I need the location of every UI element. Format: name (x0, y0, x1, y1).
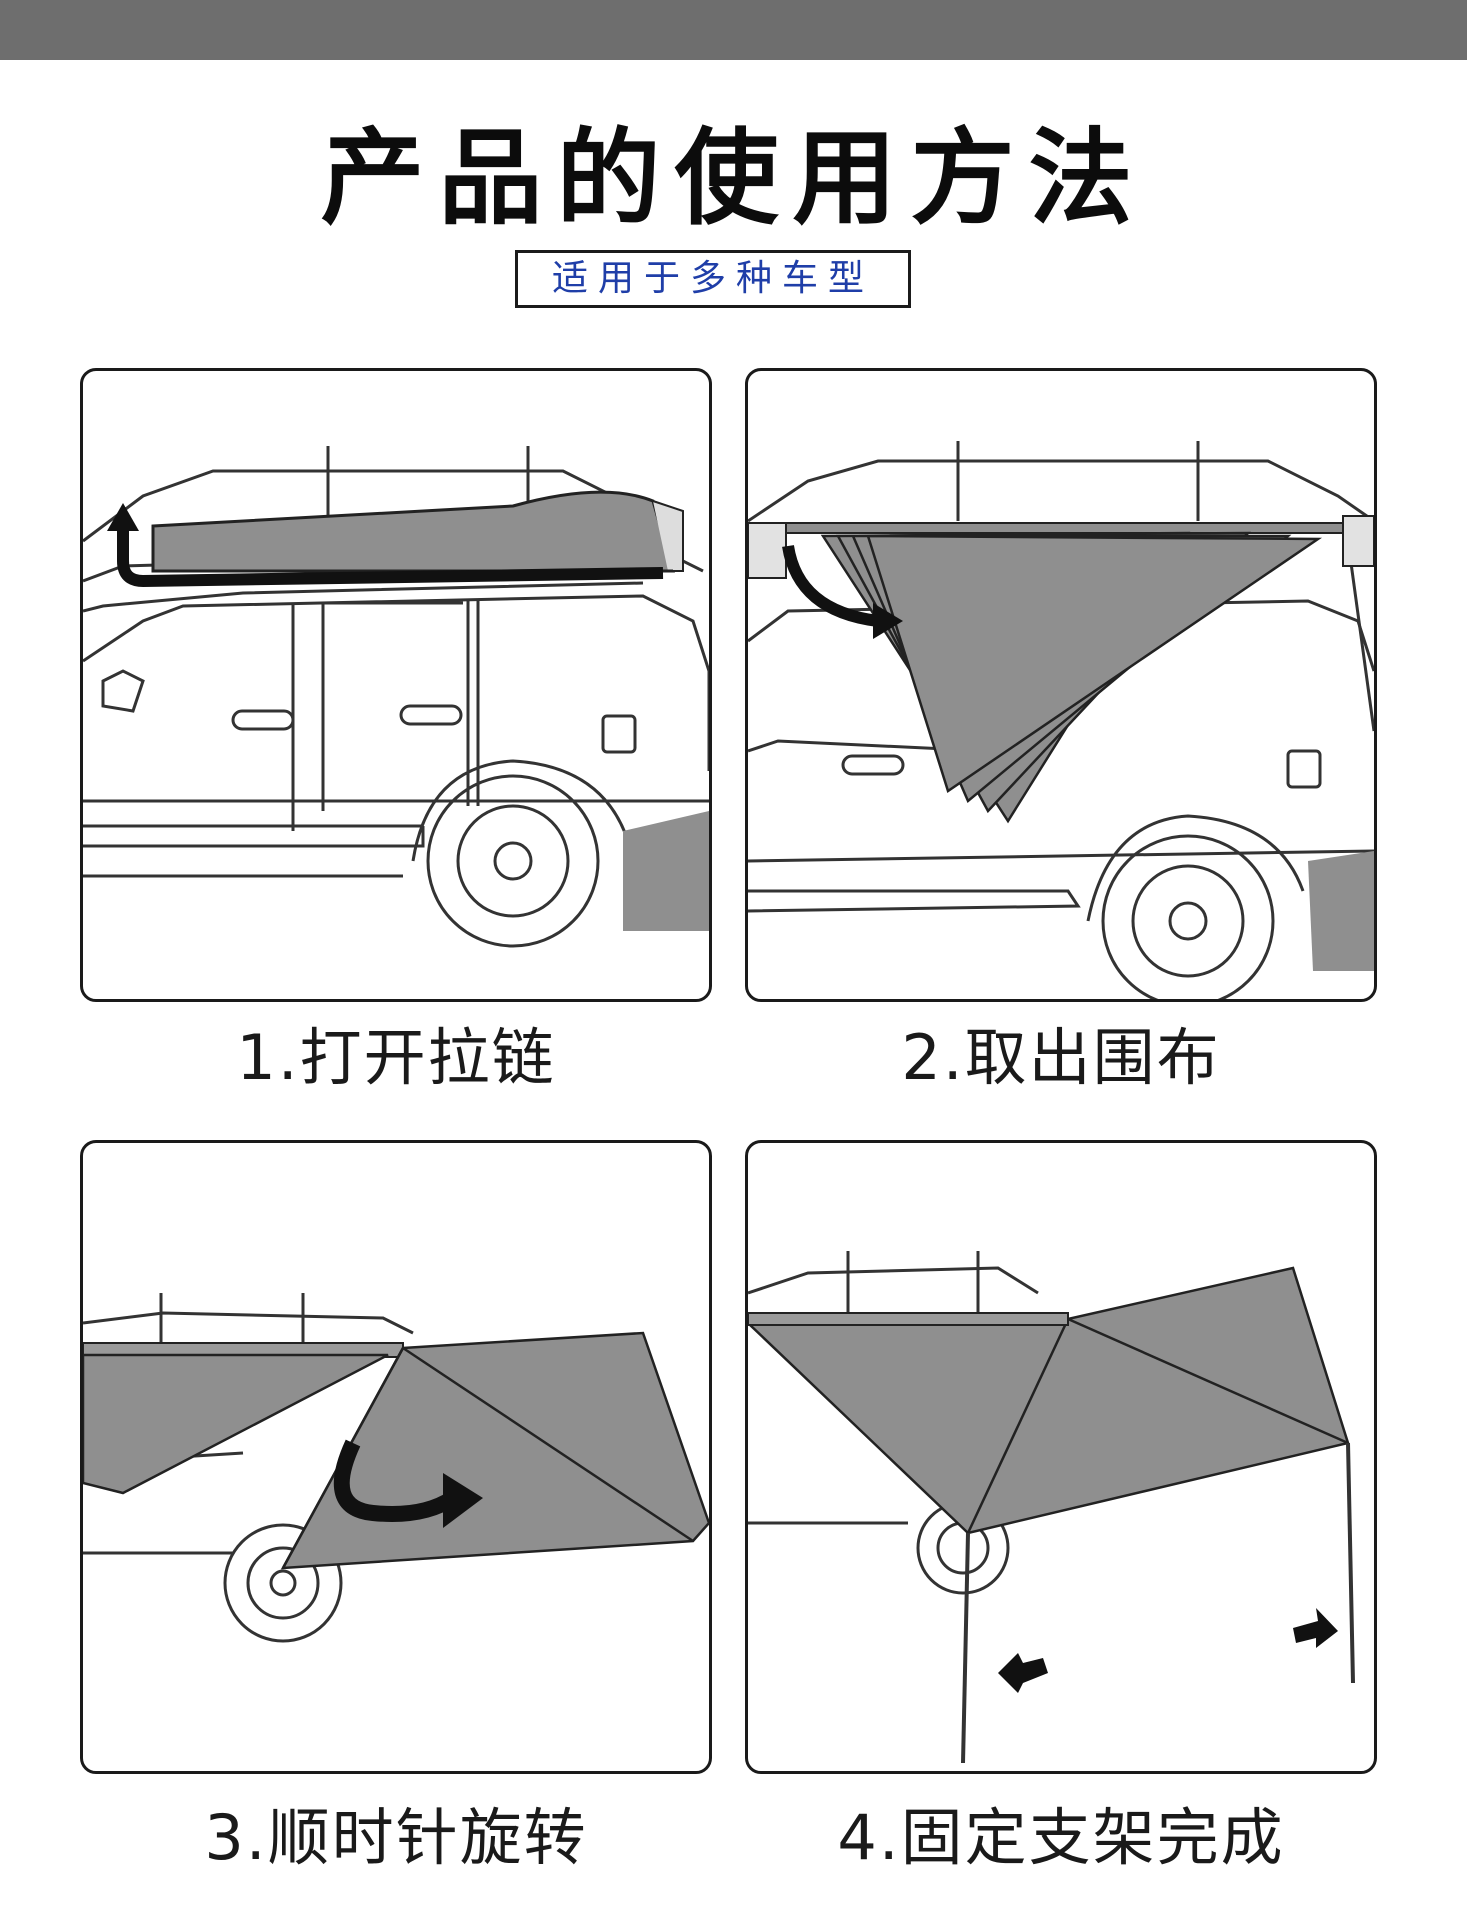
step-3-panel (80, 1140, 712, 1774)
car-awning-unfold-illustration (748, 441, 1374, 999)
page-title: 产品的使用方法 (320, 117, 1147, 239)
step-3-caption: 3.顺时针旋转 (204, 1801, 588, 1874)
step-4-caption: 4.固定支架完成 (837, 1801, 1285, 1874)
step-1-panel (80, 368, 712, 1002)
step-2-panel (745, 368, 1377, 1002)
car-awning-poles-illustration (748, 1251, 1355, 1764)
top-banner-bar (0, 0, 1467, 60)
car-awning-rotate-illustration (83, 1293, 709, 1643)
step-2-caption: 2.取出围布 (901, 1021, 1221, 1094)
subtitle-badge: 适用于多种车型 (515, 250, 911, 308)
step-4-panel (745, 1140, 1377, 1774)
step-1-caption: 1.打开拉链 (236, 1021, 556, 1094)
car-awning-zipper-illustration (83, 446, 709, 948)
